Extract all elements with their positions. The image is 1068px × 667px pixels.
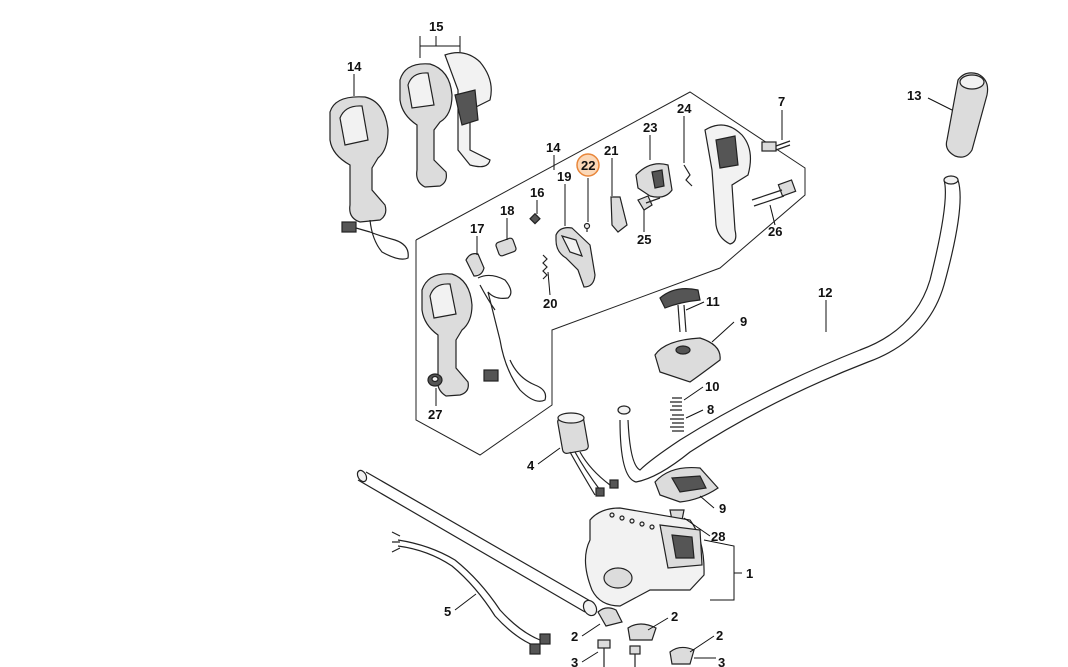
highlight-marker — [576, 153, 600, 177]
label-5[interactable]: 5 — [444, 604, 451, 619]
part-17-lever[interactable] — [465, 253, 485, 277]
leader-lines — [353, 36, 953, 663]
part-2-clamp-a[interactable] — [597, 607, 623, 627]
part-handle-housing-half[interactable] — [704, 124, 752, 245]
label-12[interactable]: 12 — [818, 285, 832, 300]
subassembly-frame — [415, 91, 806, 456]
part-2-clamp-b[interactable] — [627, 623, 657, 641]
label-3-a[interactable]: 3 — [571, 655, 578, 667]
part-18-plug[interactable] — [495, 237, 517, 257]
label-16[interactable]: 16 — [530, 185, 544, 200]
label-14-left[interactable]: 14 — [347, 59, 362, 74]
part-21-slider[interactable] — [610, 196, 628, 233]
label-13[interactable]: 13 — [907, 88, 921, 103]
part-7-screw[interactable] — [761, 140, 791, 152]
part-11-bolt-knob[interactable] — [659, 288, 701, 333]
label-8[interactable]: 8 — [707, 402, 714, 417]
part-23-switch[interactable] — [635, 163, 673, 198]
label-3-b[interactable]: 3 — [718, 655, 725, 667]
part-3-screw-b[interactable] — [629, 645, 641, 667]
label-1[interactable]: 1 — [746, 566, 753, 581]
label-25[interactable]: 25 — [637, 232, 651, 247]
label-17[interactable]: 17 — [470, 221, 484, 236]
part-16-small-part[interactable] — [529, 212, 541, 225]
label-24[interactable]: 24 — [677, 101, 692, 116]
part-10-spring[interactable] — [670, 397, 682, 411]
part-5-cable[interactable] — [391, 531, 551, 655]
part-24-spring-clip[interactable] — [683, 164, 693, 187]
label-23[interactable]: 23 — [643, 120, 657, 135]
part-22-pin[interactable] — [583, 222, 591, 233]
label-2-a[interactable]: 2 — [571, 629, 578, 644]
part-rod[interactable] — [356, 469, 600, 618]
part-2-clamp-c[interactable] — [669, 646, 695, 665]
part-27-nut[interactable] — [427, 373, 443, 387]
label-11[interactable]: 11 — [706, 294, 720, 309]
label-28[interactable]: 28 — [711, 529, 725, 544]
part-13-grip[interactable] — [945, 72, 989, 158]
label-14-inner[interactable]: 14 — [546, 140, 561, 155]
label-21[interactable]: 21 — [604, 143, 618, 158]
part-14-handle-inner[interactable] — [421, 273, 547, 402]
part-1-handle-housing[interactable] — [584, 507, 705, 607]
label-4[interactable]: 4 — [527, 458, 535, 473]
label-22[interactable]: 22 — [581, 158, 595, 173]
part-12-handlebar-tube[interactable] — [617, 175, 961, 483]
part-labels: 14 15 14 16 18 17 19 22 21 23 24 7 13 26… — [347, 19, 921, 667]
label-7[interactable]: 7 — [778, 94, 785, 109]
label-9-upper[interactable]: 9 — [740, 314, 747, 329]
part-14-handle-left[interactable] — [329, 96, 409, 260]
label-2-c[interactable]: 2 — [716, 628, 723, 643]
label-9-lower[interactable]: 9 — [719, 501, 726, 516]
label-20[interactable]: 20 — [543, 296, 557, 311]
part-25-screw[interactable] — [637, 195, 661, 211]
part-20-spring[interactable] — [542, 254, 548, 280]
label-18[interactable]: 18 — [500, 203, 514, 218]
part-9-clamp-upper[interactable] — [654, 337, 721, 383]
part-19-trigger[interactable] — [555, 227, 596, 288]
label-27[interactable]: 27 — [428, 407, 442, 422]
label-2-b[interactable]: 2 — [671, 609, 678, 624]
label-10[interactable]: 10 — [705, 379, 719, 394]
part-15-control-handle[interactable] — [399, 52, 492, 188]
label-19[interactable]: 19 — [557, 169, 571, 184]
label-26[interactable]: 26 — [768, 224, 782, 239]
part-4-connector[interactable] — [557, 412, 619, 497]
part-9-clamp-lower[interactable] — [654, 466, 719, 503]
part-26-bolt[interactable] — [751, 179, 797, 207]
part-8-spring[interactable] — [670, 414, 684, 432]
label-15[interactable]: 15 — [429, 19, 443, 34]
part-3-screw-a[interactable] — [597, 639, 611, 667]
